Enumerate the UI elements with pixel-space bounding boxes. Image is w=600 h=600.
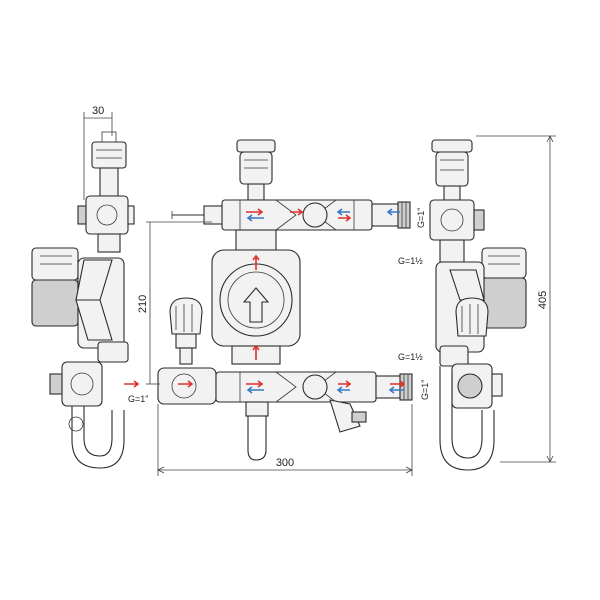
center-front-view xyxy=(157,139,413,461)
supply-arrow-bottom-3 xyxy=(338,380,352,388)
supply-arrow-top-3 xyxy=(338,214,352,222)
return-arrow-bottom-2 xyxy=(336,386,350,394)
dim-overall-height: 405 xyxy=(537,291,549,309)
supply-arrow-top-2 xyxy=(290,208,304,216)
label-pump-top-thread: G=1½ xyxy=(398,256,423,266)
dim-vertical-spacing: 210 xyxy=(137,295,149,313)
label-top-right-outlet: G=1" xyxy=(416,208,426,228)
return-arrow-top-4 xyxy=(386,208,400,216)
return-arrow-top-2 xyxy=(336,208,350,216)
return-arrow-bottom-1 xyxy=(246,386,264,394)
label-bottom-right-outlet: G=1" xyxy=(420,380,430,400)
pump-flow-direction-arrow xyxy=(242,287,270,323)
right-side-view xyxy=(429,139,527,471)
supply-arrow-pump-bottom xyxy=(252,344,260,360)
flow-arrows xyxy=(124,208,406,394)
supply-arrow-pump-top xyxy=(252,254,260,270)
supply-arrow-bottom-2 xyxy=(246,380,264,388)
supply-arrow-bottom-1 xyxy=(178,380,194,388)
dimension-lines xyxy=(83,112,556,476)
label-pump-bottom-thread: G=1½ xyxy=(398,352,423,362)
label-bottom-left-inlet: G=1" xyxy=(128,394,148,404)
supply-arrow-outlet xyxy=(390,380,406,388)
supply-arrow-inlet xyxy=(124,380,140,388)
supply-arrow-top-1 xyxy=(246,208,264,216)
return-arrow-outlet xyxy=(388,386,404,394)
dim-horizontal-width: 300 xyxy=(276,457,294,469)
return-arrow-top-1 xyxy=(246,214,264,222)
dim-side-offset: 30 xyxy=(92,105,104,117)
left-side-view xyxy=(31,131,135,469)
